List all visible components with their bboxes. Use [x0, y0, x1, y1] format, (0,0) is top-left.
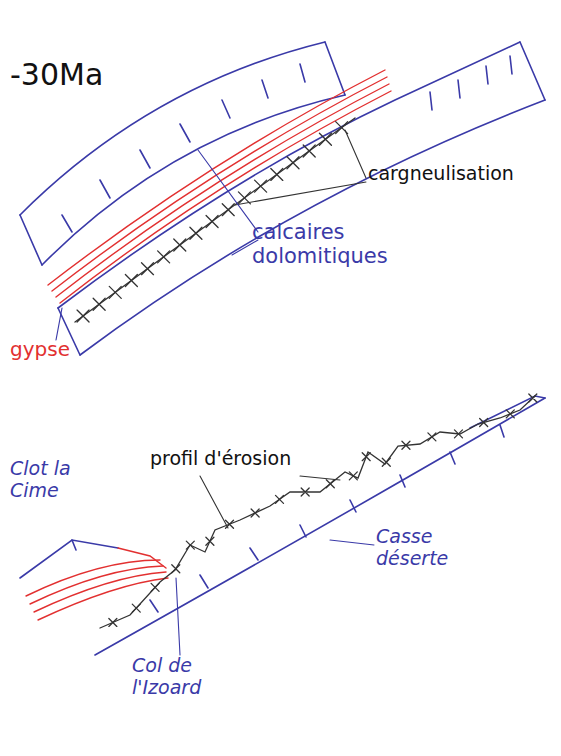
cargneule-x	[480, 418, 488, 426]
leader-lines	[200, 476, 340, 528]
cargneule-x	[109, 286, 121, 298]
cargneule-x	[151, 583, 159, 591]
lower-band	[58, 42, 545, 355]
cargneule-x	[287, 157, 299, 169]
gypsum-outcrop	[26, 548, 168, 620]
cargneule-x	[506, 410, 514, 418]
cargneule-x	[93, 298, 105, 310]
cargneule-x	[141, 263, 153, 275]
cargneule-x	[125, 275, 137, 287]
cargneule-x	[190, 227, 202, 239]
erosion-profile	[100, 396, 535, 628]
cargneule-x	[158, 251, 170, 263]
cargneule-x	[109, 618, 117, 626]
cargneule-x	[319, 133, 331, 145]
unit-label: gypse	[10, 338, 110, 361]
cargneule-x	[402, 441, 410, 449]
leader-lines	[235, 130, 366, 205]
leader-lines-blue	[176, 540, 374, 655]
casse-deserte-base	[95, 396, 545, 655]
cargneule-x	[255, 180, 267, 192]
cargneule-x	[349, 472, 357, 480]
cargneule-x	[275, 495, 283, 503]
place-label: Clot la Cime	[10, 458, 110, 502]
leader-line	[56, 308, 62, 340]
cargneule-x	[454, 430, 462, 438]
cargneule-x	[529, 394, 537, 402]
cargneule-x	[301, 488, 309, 496]
leader-lines-blue	[198, 150, 258, 255]
cargneule-x	[382, 458, 390, 466]
clot-la-cime-block	[20, 540, 118, 578]
feature-label: profil d'érosion	[150, 448, 370, 470]
cargneule-x	[222, 204, 234, 216]
cargneule-x	[172, 565, 180, 573]
cargneule-x	[226, 520, 234, 528]
cargneule-x	[132, 604, 140, 612]
cargneule-x	[206, 537, 214, 545]
cargneule-x	[174, 239, 186, 251]
place-label: Casse déserte	[376, 526, 496, 570]
cargneule-x	[271, 168, 283, 180]
cargneule-x	[326, 480, 334, 488]
cargneule-x	[206, 215, 218, 227]
cargneule-x	[251, 509, 259, 517]
unit-label: cargneulisation	[368, 163, 558, 185]
cargneule-x	[303, 145, 315, 157]
cargneule-x	[77, 310, 89, 322]
cargneule-marks	[109, 394, 537, 626]
cargneule-x	[362, 453, 370, 461]
cargneule-x	[428, 433, 436, 441]
cargneule-x	[186, 541, 194, 549]
age-label: -30Ma	[10, 58, 170, 93]
place-label: Col de l'Izoard	[132, 655, 252, 699]
unit-label: calcaires dolomitiques	[252, 220, 412, 268]
